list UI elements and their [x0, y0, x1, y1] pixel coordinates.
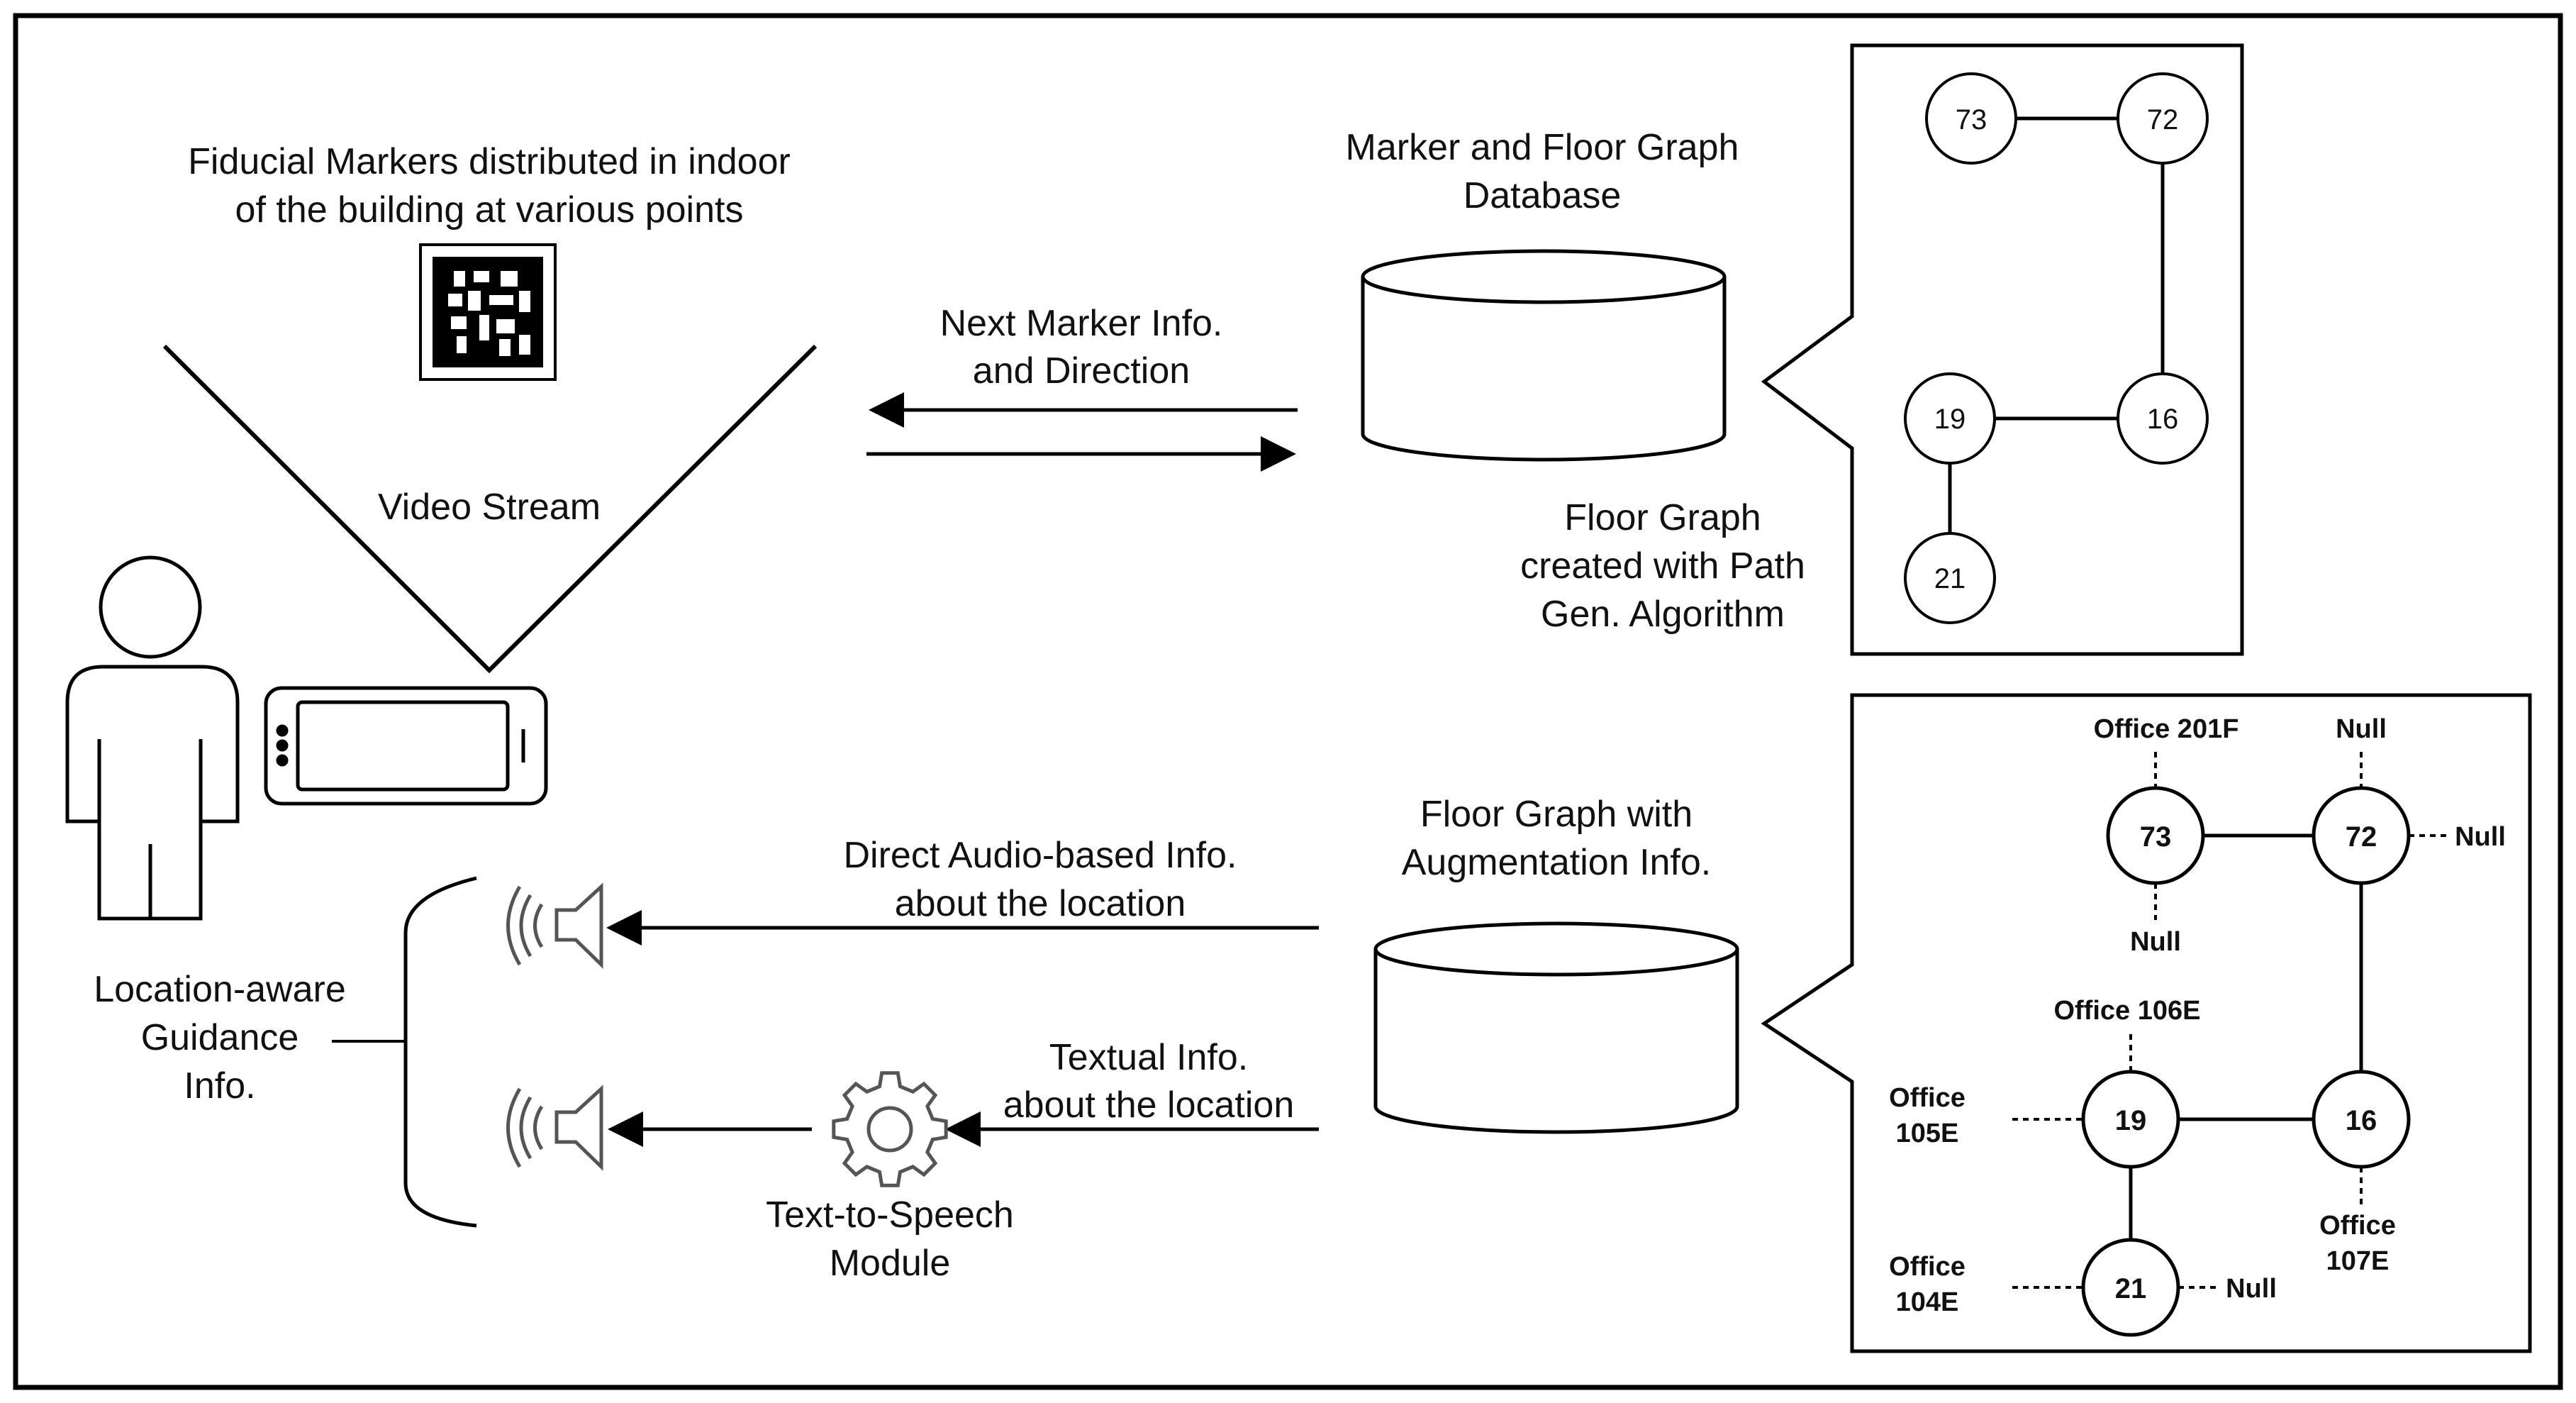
textual-info-label-line1: Textual Info. — [1049, 1037, 1248, 1078]
floor-graph-label-line2: created with Path — [1520, 545, 1805, 587]
augmented-graph-label-line2: Augmentation Info. — [1402, 842, 1712, 883]
annotation-office-106e: Office 106E — [2054, 996, 2201, 1026]
svg-text:73: 73 — [1956, 104, 1987, 135]
graph-node: 16 — [2117, 372, 2209, 465]
annotation-office-104e: Office — [1889, 1252, 1966, 1282]
svg-text:19: 19 — [1934, 404, 1966, 435]
graph-node: 19 — [1904, 372, 1996, 465]
guidance-label-line3: Info. — [184, 1065, 255, 1107]
floor-graph-label-line3: Gen. Algorithm — [1541, 594, 1785, 635]
floor-graph-bottom: 73 72 19 16 21 Office 201F Null Null Nul… — [1889, 714, 2506, 1337]
annotation-office-201f: Office 201F — [2094, 714, 2239, 744]
fiducial-marker-icon — [419, 243, 557, 381]
svg-text:73: 73 — [2140, 821, 2172, 853]
annotation-null: Null — [2455, 822, 2506, 852]
svg-text:19: 19 — [2115, 1105, 2147, 1136]
marker-floor-graph-database-icon — [1361, 249, 1727, 462]
guidance-label-line1: Location-aware — [94, 969, 346, 1010]
video-stream-label: Video Stream — [378, 487, 601, 528]
annotation-null: Null — [2336, 714, 2387, 744]
svg-text:21: 21 — [2115, 1273, 2147, 1304]
augmented-graph-label-line1: Floor Graph with — [1420, 794, 1693, 835]
guidance-bracket — [403, 876, 477, 1228]
fiducial-label-line2: of the building at various points — [235, 189, 744, 231]
speaker-icon — [506, 882, 603, 969]
guidance-label-line2: Guidance — [141, 1017, 299, 1058]
user-icon — [65, 555, 240, 921]
next-marker-label-line2: and Direction — [973, 350, 1190, 392]
floor-graph-top: 73 72 19 16 21 — [1904, 72, 2209, 624]
annotation-office-104e: 104E — [1896, 1287, 1959, 1317]
svg-text:21: 21 — [1934, 563, 1966, 594]
database-label-line1: Marker and Floor Graph — [1346, 127, 1739, 168]
graph-node: 21 — [1904, 532, 1996, 624]
annotation-office-107e: 107E — [2326, 1246, 2390, 1276]
tts-label-line1: Text-to-Speech — [766, 1194, 1014, 1236]
fiducial-label-line1: Fiducial Markers distributed in indoor — [188, 141, 791, 182]
annotation-null: Null — [2226, 1274, 2277, 1304]
annotation-office-105e: Office — [1889, 1083, 1966, 1113]
svg-text:72: 72 — [2346, 821, 2377, 853]
svg-text:16: 16 — [2346, 1105, 2377, 1136]
augmented-floor-graph-database-icon — [1373, 921, 1739, 1134]
annotation-null: Null — [2130, 927, 2181, 957]
graph-node: 16 — [2312, 1070, 2411, 1169]
graph-node: 72 — [2312, 786, 2411, 885]
annotation-office-107e: Office — [2319, 1211, 2396, 1241]
graph-node: 21 — [2081, 1238, 2180, 1337]
speaker-icon — [506, 1085, 603, 1171]
gear-icon — [832, 1071, 948, 1187]
annotation-office-105e: 105E — [1896, 1119, 1959, 1148]
diagram-frame — [13, 13, 2563, 1390]
textual-info-label-line2: about the location — [1003, 1085, 1295, 1126]
svg-text:72: 72 — [2147, 104, 2179, 135]
camera-view-cone — [162, 344, 818, 674]
floor-graph-callout — [1761, 43, 2244, 656]
tts-label-line2: Module — [830, 1243, 951, 1284]
graph-node: 73 — [2106, 786, 2205, 885]
svg-text:16: 16 — [2147, 404, 2179, 435]
audio-info-label-line2: about the location — [895, 883, 1186, 924]
database-label-line2: Database — [1463, 175, 1622, 216]
smartphone-icon — [264, 686, 548, 806]
floor-graph-label-line1: Floor Graph — [1564, 497, 1761, 538]
graph-node: 72 — [2117, 72, 2209, 165]
graph-node: 19 — [2081, 1070, 2180, 1169]
next-marker-label-line1: Next Marker Info. — [940, 303, 1223, 344]
audio-info-label-line1: Direct Audio-based Info. — [844, 835, 1237, 876]
graph-node: 73 — [1925, 72, 2017, 165]
